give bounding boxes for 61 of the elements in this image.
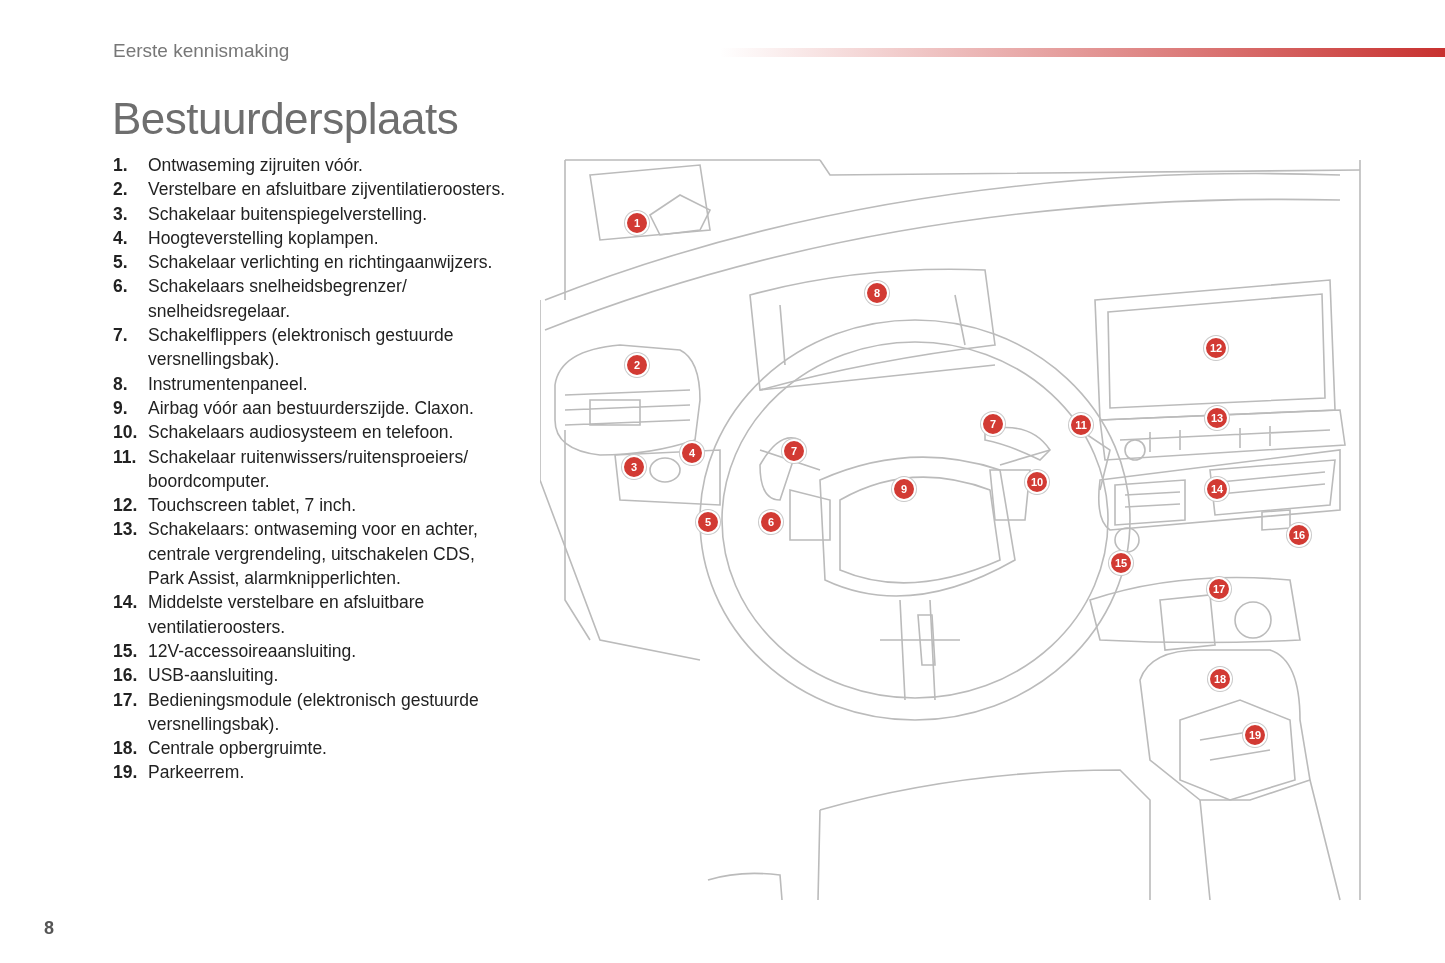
list-item-text: Schakelaars: ontwaseming voor en achter, centrale vergrendeling, uitschakelen CDS, Park Assist, alarmknipperlichten. [148, 518, 479, 591]
list-item-text: Schakelaar verlichting en richtingaanwijzers. [148, 251, 494, 275]
callout-number: 2 [625, 353, 649, 377]
callout-number: 7 [782, 439, 806, 463]
callout-number: 17 [1207, 577, 1231, 601]
callout-number: 7 [981, 412, 1005, 436]
callout-number: 16 [1287, 523, 1311, 547]
list-item-text: Hoogteverstelling koplampen. [148, 226, 380, 250]
list-item-text: Bedieningsmodule (elektronisch gestuurde versnellingsbak). [148, 688, 480, 736]
list-number: 10. [113, 421, 139, 445]
list-number: 15. [113, 639, 139, 663]
list-number: 17. [113, 688, 139, 712]
section-header: Eerste kennismaking [113, 40, 290, 62]
list-number: 13. [113, 518, 139, 542]
callout-number: 19 [1243, 723, 1267, 747]
list-item-text: Centrale opbergruimte. [148, 737, 328, 761]
callout-number: 1 [625, 211, 649, 235]
page-title: Bestuurdersplaats [112, 94, 459, 144]
callout-number: 3 [622, 455, 646, 479]
callout-number: 11 [1069, 413, 1093, 437]
list-number: 16. [113, 664, 139, 688]
list-item-text: Schakelaar buitenspiegelverstelling. [148, 202, 429, 226]
list-item-text: Schakelaars snelheidsbegrenzer/ snelheidsregelaar. [148, 275, 408, 323]
callout-number: 10 [1025, 470, 1049, 494]
list-item-text: USB-aansluiting. [148, 664, 280, 688]
list-item-text: Airbag vóór aan bestuurderszijde. Claxon. [148, 396, 475, 420]
callout-number: 4 [680, 441, 704, 465]
callout-number: 14 [1205, 477, 1229, 501]
list-item-text: Schakelflippers (elektronisch gestuurde versnellingsbak). [148, 324, 455, 372]
list-number: 8. [113, 372, 129, 396]
list-item-text: Parkeerrem. [148, 761, 246, 785]
list-number: 4. [113, 226, 129, 250]
list-number: 1. [113, 154, 129, 177]
callout-number: 18 [1208, 667, 1232, 691]
list-item-text: Middelste verstelbare en afsluitbare ventilatieroosters. [148, 591, 426, 639]
callout-number: 9 [892, 477, 916, 501]
callout-number: 15 [1109, 551, 1133, 575]
list-number: 5. [113, 251, 129, 275]
callout-number: 6 [759, 510, 783, 534]
list-number: 11. [113, 445, 138, 469]
list-number: 19. [113, 761, 139, 785]
list-item-text: Touchscreen tablet, 7 inch. [148, 494, 358, 518]
callout-number: 12 [1204, 336, 1228, 360]
list-number: 6. [113, 275, 129, 299]
list-item-text: Ontwaseming zijruiten vóór. [148, 154, 364, 177]
list-number: 7. [113, 324, 129, 348]
callout-number: 8 [865, 281, 889, 305]
list-number: 14. [113, 591, 139, 615]
list-item-text: Instrumentenpaneel. [148, 372, 309, 396]
callout-number: 13 [1205, 406, 1229, 430]
list-number: 3. [113, 202, 129, 226]
list-item-text: Schakelaars audiosysteem en telefoon. [148, 421, 455, 445]
list-number: 12. [113, 494, 139, 518]
list-number: 18. [113, 737, 139, 761]
list-number: 2. [113, 178, 129, 202]
callout-number: 5 [696, 510, 720, 534]
page-number: 8 [44, 918, 54, 939]
list-item-text: 12V-accessoireaansluiting. [148, 639, 358, 663]
list-item-text: Schakelaar ruitenwissers/ruitensproeiers/ boordcomputer. [148, 445, 469, 493]
list-item-text: Verstelbare en afsluitbare zijventilatieroosters. [148, 178, 506, 202]
list-number: 9. [113, 396, 129, 420]
